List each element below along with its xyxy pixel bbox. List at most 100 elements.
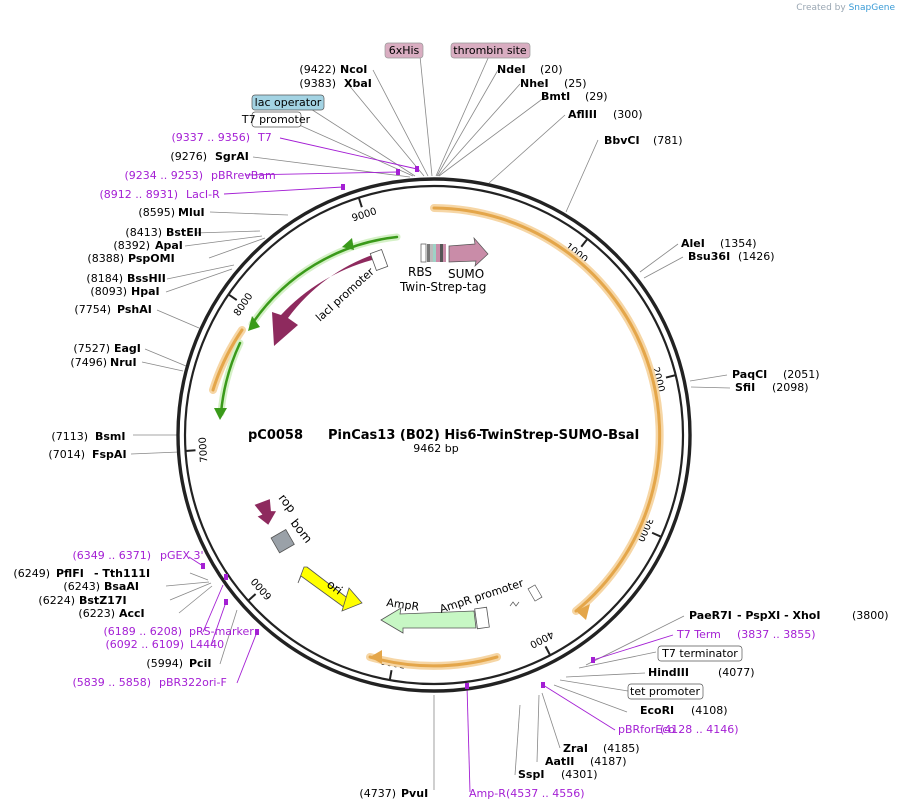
enzyme-position: (4187) — [590, 755, 627, 768]
primer-name: T7 — [257, 131, 272, 144]
enzyme-position: (2098) — [772, 381, 809, 394]
enzyme-name: NheI — [520, 77, 549, 90]
enzyme-name: AflIII — [568, 108, 597, 121]
enzyme-position: (7113) — [51, 430, 88, 443]
enzyme-position: (2051) — [783, 368, 820, 381]
enzyme-name: SfiI — [735, 381, 755, 394]
tick-label: 8000 — [232, 291, 255, 318]
enzyme-position: (29) — [585, 90, 608, 103]
primer-position: (6349 .. 6371) — [72, 549, 151, 562]
enzyme-extra: - PspXI - XhoI — [737, 609, 820, 622]
primer-marker — [465, 683, 469, 689]
promoter-arrowhead — [248, 316, 260, 331]
enzyme-name: PaeR7I — [689, 609, 732, 622]
primer-name: T7 Term — [676, 628, 721, 641]
snapgene-logo: SnapGene — [848, 3, 895, 13]
primer-marker — [541, 682, 545, 688]
enzyme-name: EcoRI — [640, 704, 674, 717]
enzyme-position: (8392) — [113, 239, 150, 252]
enzyme-name: ZraI — [563, 742, 588, 755]
orf-arrowhead — [576, 604, 590, 620]
enzyme-position: (25) — [564, 77, 587, 90]
enzyme-name: BsmI — [95, 430, 126, 443]
plasmid-title: PinCas13 (B02) His6-TwinStrep-SUMO-BsaI — [328, 428, 639, 443]
tick-mark — [185, 449, 196, 452]
enzyme-name: PspOMI — [128, 252, 175, 265]
primer-name: Amp-R — [469, 787, 506, 800]
primer-position: (3837 .. 3855) — [737, 628, 816, 641]
promoter-arcs — [217, 233, 401, 417]
ampr-promoter-box — [474, 606, 490, 630]
tick-mark — [247, 593, 257, 602]
laci-arrow — [272, 254, 375, 346]
ori-arrowhead — [341, 587, 363, 612]
sumo-label: SUMO — [448, 267, 484, 281]
enzyme-position: (4301) — [561, 768, 598, 781]
primer-name: pGEX 3' — [160, 549, 204, 562]
enzyme-name: XbaI — [344, 77, 372, 90]
primer-name: pBRrevBam — [211, 169, 276, 182]
his-tag-label: 6xHis — [389, 44, 420, 57]
enzyme-name: NdeI — [497, 63, 526, 76]
promoter-arrowhead — [214, 408, 227, 420]
tick-label: 4000 — [528, 628, 556, 650]
rop-label: rop — [276, 491, 299, 515]
enzyme-position: (8413) — [125, 226, 162, 239]
enzyme-name: HindIII — [648, 666, 689, 679]
primer-leaders — [188, 137, 674, 793]
lac-operator-label: lac operator — [255, 96, 322, 109]
plasmid-name: pC0058 — [248, 428, 303, 443]
enzyme-name: MluI — [178, 206, 205, 219]
boxed-labels: 6xHis thrombin site lac operator T7 prom… — [241, 42, 743, 700]
tick-mark — [580, 238, 589, 248]
expression-cassette — [420, 236, 489, 267]
small-feature-box — [527, 584, 543, 602]
enzyme-position: (9383) — [299, 77, 336, 90]
enzyme-name: BstEII — [166, 226, 202, 239]
primer-name: pRS-marker — [189, 625, 254, 638]
tick-mark — [227, 293, 238, 301]
enzyme-name: NruI — [110, 356, 137, 369]
enzyme-position: (7754) — [74, 303, 111, 316]
enzyme-name: AleI — [681, 237, 705, 250]
primer-marker — [224, 599, 228, 605]
tet-promoter-label: tet promoter — [630, 685, 700, 698]
enzyme-name: SgrAI — [215, 150, 249, 163]
enzyme-position: (9276) — [170, 150, 207, 163]
enzyme-position: (8093) — [90, 285, 127, 298]
enzyme-name: FspAI — [92, 448, 127, 461]
small-feature-mark — [509, 601, 520, 607]
enzyme-position: (6223) — [78, 607, 115, 620]
primer-name: pBRforEco — [618, 723, 675, 736]
tick-label: 7000 — [198, 437, 211, 463]
backbone-outer — [176, 177, 692, 693]
enzyme-name: EagI — [114, 342, 141, 355]
enzyme-position: (5994) — [146, 657, 183, 670]
enzyme-position: (6243) — [63, 580, 100, 593]
enzyme-position: (1426) — [738, 250, 775, 263]
primer-marker — [415, 166, 419, 172]
enzyme-name: PshAI — [117, 303, 152, 316]
primer-marker — [201, 563, 205, 569]
enzyme-name: HpaI — [131, 285, 160, 298]
enzyme-name: NcoI — [340, 63, 367, 76]
enzyme-name: PaqCI — [732, 368, 767, 381]
sumo-arrow — [448, 236, 489, 267]
enzyme-name: Bsu36I — [688, 250, 730, 263]
enzyme-name: SspI — [518, 768, 544, 781]
ampr-arrow — [380, 607, 477, 634]
enzyme-position: (3800) — [852, 609, 889, 622]
primer-marker — [255, 629, 259, 635]
orf-arrowhead — [370, 650, 382, 664]
primer-name: LacI-R — [186, 188, 220, 201]
enzyme-position: (4077) — [718, 666, 755, 679]
enzyme-position: (20) — [540, 63, 563, 76]
bom-box — [270, 529, 295, 554]
t7-promoter-label: T7 promoter — [241, 113, 311, 126]
tick-label: 6000 — [249, 575, 274, 601]
enzyme-position: (6249) — [13, 567, 50, 580]
primer-marker — [591, 657, 595, 663]
primer-position: (4537 .. 4556) — [506, 787, 585, 800]
enzyme-name: PciI — [189, 657, 211, 670]
